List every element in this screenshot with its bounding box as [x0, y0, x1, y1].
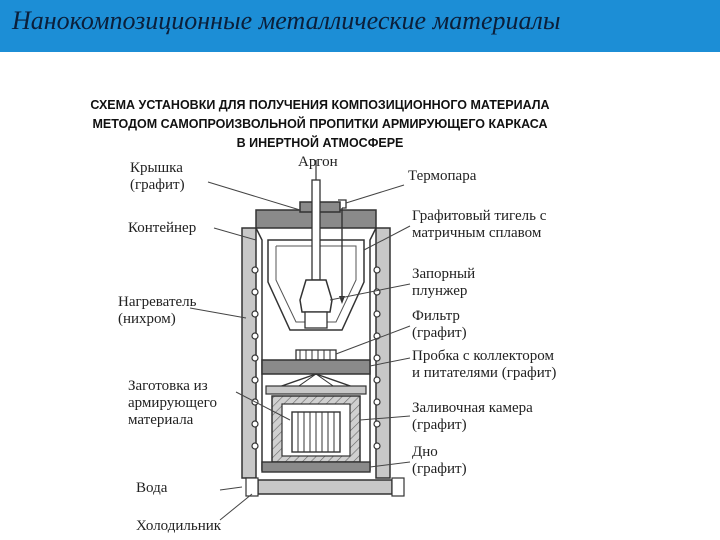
plunger-shape: [299, 279, 333, 329]
page-title: Нанокомпозиционные металлические материа…: [12, 6, 561, 35]
label-plug: Пробка с коллектором и питателями (графи…: [412, 348, 557, 381]
label-argon: Аргон: [298, 154, 338, 170]
leader-lines: [189, 181, 411, 521]
bottom-plate: [261, 461, 371, 473]
filter-shape: [295, 349, 337, 361]
label-preform: Заготовка из армирующего материала: [128, 378, 217, 428]
label-bottom: Дно (графит): [412, 444, 467, 477]
label-filter: Фильтр (графит): [412, 308, 467, 341]
header-bar: Нанокомпозиционные металлические материа…: [0, 0, 720, 52]
diagram-caption-line-2: МЕТОДОМ САМОПРОИЗВОЛЬНОЙ ПРОПИТКИ АРМИРУ…: [92, 117, 548, 131]
label-water: Вода: [136, 480, 168, 496]
label-chamber: Заливочная камера (графит): [412, 400, 533, 433]
label-heater: Нагреватель (нихром): [118, 294, 197, 327]
label-container: Контейнер: [128, 220, 197, 236]
label-cooler: Холодильник: [136, 518, 222, 534]
cooler-shape: [245, 477, 405, 497]
label-plunger: Запорный плунжер: [412, 266, 476, 299]
diagram-caption-line-1: СХЕМА УСТАНОВКИ ДЛЯ ПОЛУЧЕНИЯ КОМПОЗИЦИО…: [90, 98, 550, 112]
label-crucible: Графитовый тигель с матричным сплавом: [412, 208, 547, 241]
label-lid: Крышка (графит): [130, 160, 185, 193]
preform-block: [291, 411, 341, 453]
argon-tube: [311, 160, 321, 281]
diagram-caption-line-3: В ИНЕРТНОЙ АТМОСФЕРЕ: [236, 136, 404, 150]
label-thermocouple: Термопара: [408, 168, 477, 184]
plug-collector-shape: [261, 359, 371, 395]
